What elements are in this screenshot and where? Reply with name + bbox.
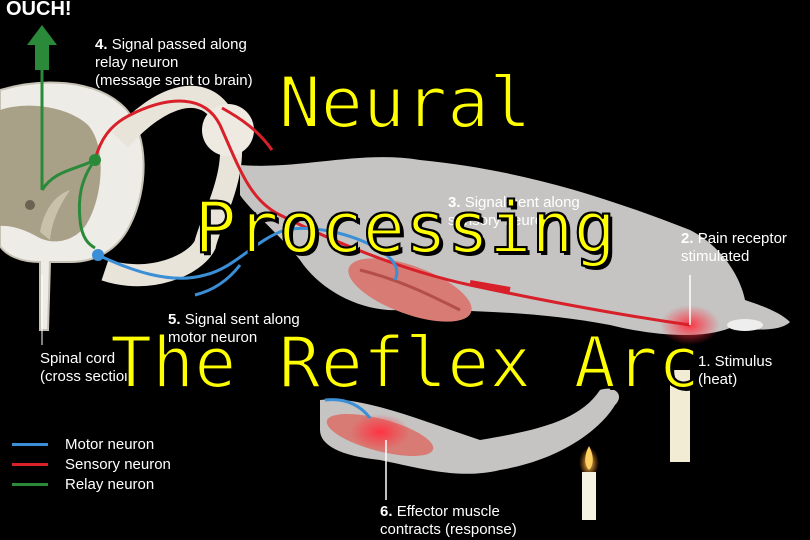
step5-number: 5. bbox=[168, 311, 181, 328]
legend-sensory-label: Sensory neuron bbox=[65, 455, 171, 473]
step2-label: 2. Pain receptor stimulated bbox=[681, 230, 787, 266]
step3-label: 3. Signal sent along sensory neuron bbox=[448, 194, 580, 230]
step3-text-2: sensory neuron bbox=[448, 212, 552, 229]
step4-text-3: (message sent to brain) bbox=[95, 72, 253, 89]
step4-number: 4. bbox=[95, 36, 108, 53]
brain-signal-arrow bbox=[221, 106, 274, 151]
step4-text-1: Signal passed along bbox=[111, 36, 247, 53]
candle-lower bbox=[579, 444, 599, 520]
title-line-2: Processing bbox=[193, 186, 616, 270]
spinal-cord-cross-section bbox=[0, 81, 145, 331]
step3-text-1: Signal sent along bbox=[464, 194, 580, 211]
spinal-text-2: (cross section) bbox=[40, 368, 138, 385]
title-line-3: The Reflex Arc bbox=[109, 321, 701, 405]
step1-text-1: 1. Stimulus bbox=[698, 353, 773, 370]
step5-label: 5. Signal sent along motor neuron bbox=[168, 311, 300, 347]
ouch-exclamation: OUCH! bbox=[6, 0, 72, 20]
step1-text-2: (heat) bbox=[698, 371, 738, 388]
spinal-text-1: Spinal cord bbox=[40, 350, 116, 367]
step6-text-1: Effector muscle bbox=[396, 503, 500, 520]
legend-sensory-swatch bbox=[12, 462, 48, 466]
step2-text-2: stimulated bbox=[681, 248, 750, 265]
candle-upper bbox=[670, 370, 690, 462]
legend-motor: Motor neuron bbox=[12, 434, 154, 454]
step6-number: 6. bbox=[380, 503, 393, 520]
sensory-neuron-path bbox=[93, 99, 691, 327]
legend-relay-label: Relay neuron bbox=[65, 475, 155, 493]
relay-neuron bbox=[40, 65, 97, 250]
step2-text-1: Pain receptor bbox=[697, 230, 787, 247]
motor-neuron-body bbox=[92, 249, 104, 261]
motor-arrow bbox=[194, 264, 242, 297]
step3-number: 3. bbox=[448, 194, 461, 211]
step2-number: 2. bbox=[681, 230, 694, 247]
step4-text-2: relay neuron bbox=[95, 54, 179, 71]
legend-motor-swatch bbox=[12, 442, 48, 446]
step5-text-1: Signal sent along bbox=[184, 311, 300, 328]
title-line-1: Neural bbox=[278, 61, 533, 145]
legend-relay: Relay neuron bbox=[12, 474, 154, 494]
step6-label: 6. Effector muscle contracts (response) bbox=[380, 503, 517, 539]
step6-text-2: contracts (response) bbox=[380, 521, 517, 538]
legend-motor-label: Motor neuron bbox=[65, 435, 155, 453]
step1-label: 1. Stimulus (heat) bbox=[698, 353, 772, 389]
nerve-bundle bbox=[101, 85, 243, 287]
up-arrow-to-brain bbox=[27, 25, 57, 70]
sensory-arrow bbox=[469, 280, 511, 293]
spinal-cord-label: Spinal cord (cross section) bbox=[40, 350, 138, 386]
legend-relay-swatch bbox=[12, 482, 48, 486]
motor-neuron-path bbox=[97, 226, 381, 280]
step5-text-2: motor neuron bbox=[168, 329, 258, 346]
relay-synapse bbox=[89, 154, 101, 166]
legend-sensory: Sensory neuron bbox=[12, 454, 171, 474]
finger bbox=[727, 319, 763, 331]
step4-label: 4. Signal passed along relay neuron (mes… bbox=[95, 36, 253, 90]
